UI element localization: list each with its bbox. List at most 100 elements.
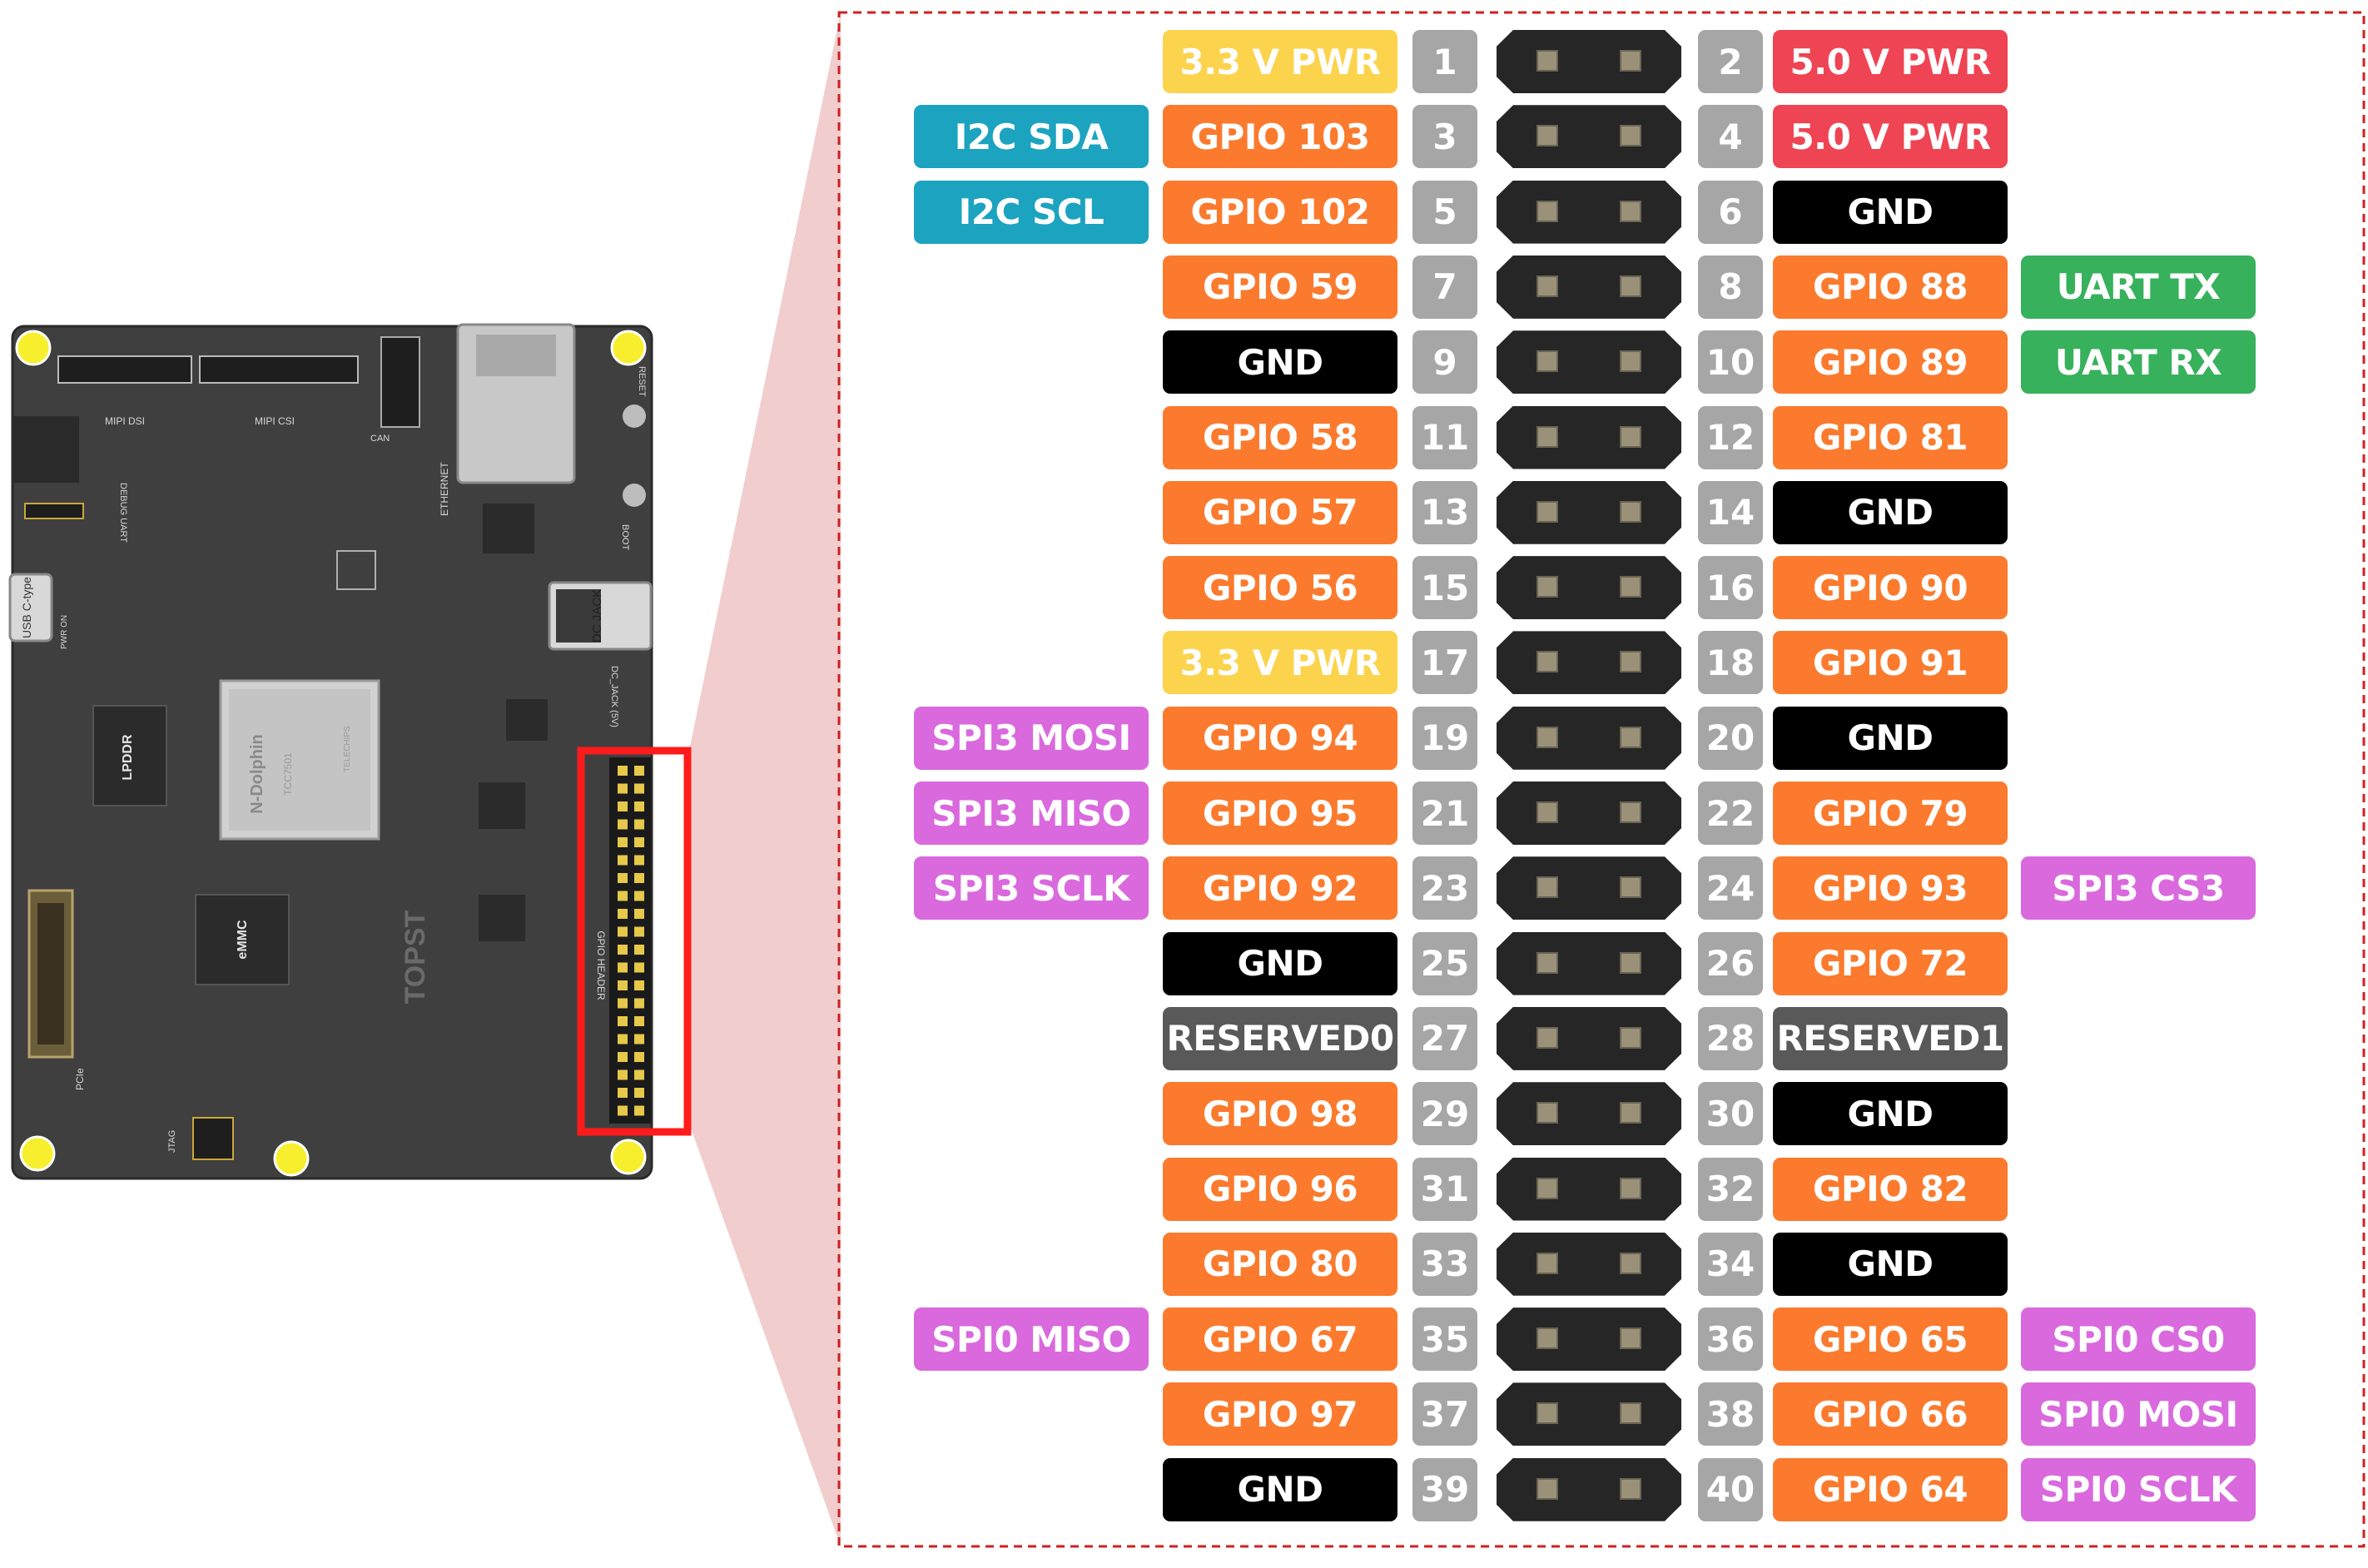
pin-label: GPIO 72 bbox=[1773, 931, 2008, 995]
mounting-hole bbox=[19, 1135, 56, 1172]
mounting-hole bbox=[15, 330, 52, 366]
pin-pad bbox=[1536, 801, 1558, 823]
pin-number: 14 bbox=[1698, 480, 1763, 544]
pin-alt-function: SPI3 SCLK bbox=[914, 856, 1149, 920]
pin-label: GPIO 67 bbox=[1163, 1307, 1397, 1372]
pcie-slot bbox=[37, 903, 64, 1045]
header-pin bbox=[634, 1105, 644, 1116]
pin-pad bbox=[1620, 876, 1641, 899]
header-pin bbox=[618, 837, 628, 847]
pin-number: 22 bbox=[1698, 782, 1763, 845]
pin-pad bbox=[1536, 1327, 1558, 1350]
pin-number: 21 bbox=[1412, 782, 1477, 845]
pin-pad bbox=[1620, 500, 1641, 523]
pin-pad bbox=[1620, 1252, 1641, 1274]
header-pin bbox=[618, 926, 628, 937]
header-slot bbox=[1497, 782, 1681, 845]
pin-number: 2 bbox=[1698, 30, 1763, 93]
header-pin bbox=[618, 962, 628, 973]
pin-number: 39 bbox=[1412, 1457, 1477, 1521]
header-slot bbox=[1497, 1006, 1681, 1070]
header-slot bbox=[1497, 1307, 1681, 1372]
pin-pad bbox=[1536, 876, 1558, 899]
header-slot bbox=[1497, 1232, 1681, 1296]
emmc-label: eMMC bbox=[236, 920, 250, 960]
ic-chip bbox=[483, 504, 534, 553]
pin-label: GPIO 80 bbox=[1163, 1232, 1397, 1296]
pin-number: 6 bbox=[1698, 180, 1763, 244]
reset-label: RESET bbox=[637, 366, 647, 397]
pin-label: GND bbox=[1163, 330, 1397, 394]
pin-pad bbox=[1536, 425, 1558, 448]
pin-pad bbox=[1536, 1477, 1558, 1500]
gpio-header-highlight bbox=[577, 747, 692, 1136]
pin-alt-function: I2C SCL bbox=[914, 180, 1149, 244]
pin-pad bbox=[1620, 801, 1641, 823]
header-slot bbox=[1497, 1457, 1681, 1521]
pin-number: 5 bbox=[1412, 180, 1477, 244]
header-slot bbox=[1497, 330, 1681, 394]
pin-pad bbox=[1536, 1402, 1558, 1425]
ic-chip bbox=[479, 782, 525, 829]
zoom-wedge bbox=[689, 12, 841, 1546]
header-pin bbox=[618, 909, 628, 919]
pin-number: 28 bbox=[1698, 1006, 1763, 1070]
pin-label: GPIO 66 bbox=[1773, 1382, 2008, 1446]
pin-label: RESERVED0 bbox=[1163, 1006, 1397, 1070]
pin-label: GPIO 91 bbox=[1773, 631, 2008, 695]
pin-pad bbox=[1620, 1177, 1641, 1199]
pin-pad bbox=[1620, 350, 1641, 373]
pin-number: 29 bbox=[1412, 1082, 1477, 1146]
header-pin bbox=[634, 855, 644, 866]
mipi-csi-connector bbox=[199, 355, 359, 384]
pin-pad bbox=[1536, 200, 1558, 222]
pin-label: 3.3 V PWR bbox=[1163, 30, 1397, 93]
header-pin bbox=[634, 1069, 644, 1080]
header-pin bbox=[634, 980, 644, 990]
connector-block bbox=[12, 416, 79, 483]
pin-alt-function: SPI0 MISO bbox=[914, 1307, 1149, 1372]
pin-label: GPIO 89 bbox=[1773, 330, 2008, 394]
pin-label: GPIO 94 bbox=[1163, 706, 1397, 770]
pin-pad bbox=[1536, 1252, 1558, 1274]
pin-label: GND bbox=[1163, 931, 1397, 995]
pin-pad bbox=[1620, 425, 1641, 448]
header-slot bbox=[1497, 30, 1681, 93]
header-pin bbox=[618, 1105, 628, 1116]
pin-number: 25 bbox=[1412, 931, 1477, 995]
mounting-hole bbox=[610, 1139, 647, 1175]
pin-number: 4 bbox=[1698, 105, 1763, 169]
pin-pad bbox=[1620, 1477, 1641, 1500]
pin-alt-function: UART TX bbox=[2021, 255, 2256, 319]
pin-label: GND bbox=[1773, 706, 2008, 770]
pin-label: GPIO 79 bbox=[1773, 782, 2008, 845]
jtag-header bbox=[192, 1117, 234, 1160]
header-pin bbox=[634, 891, 644, 901]
header-pin bbox=[634, 998, 644, 1009]
ic-chip bbox=[506, 699, 548, 741]
pin-pad bbox=[1620, 200, 1641, 222]
header-slot bbox=[1497, 1382, 1681, 1446]
header-pin bbox=[634, 909, 644, 919]
pin-pad bbox=[1620, 1026, 1641, 1049]
pin-number: 8 bbox=[1698, 255, 1763, 319]
pin-number: 37 bbox=[1412, 1382, 1477, 1446]
pin-pad bbox=[1536, 275, 1558, 297]
can-header bbox=[380, 336, 420, 428]
pin-pad bbox=[1536, 500, 1558, 523]
pin-pad bbox=[1620, 275, 1641, 297]
pin-number: 36 bbox=[1698, 1307, 1763, 1372]
pin-label: GPIO 81 bbox=[1773, 405, 2008, 469]
header-slot bbox=[1497, 856, 1681, 920]
pin-number: 30 bbox=[1698, 1082, 1763, 1146]
pin-label: GPIO 103 bbox=[1163, 105, 1397, 169]
header-pin bbox=[634, 801, 644, 811]
soc-model-label: TCC7501 bbox=[282, 752, 294, 796]
pin-number: 17 bbox=[1412, 631, 1477, 695]
header-slot bbox=[1497, 480, 1681, 544]
pin-number: 13 bbox=[1412, 480, 1477, 544]
pin-alt-function: UART RX bbox=[2021, 330, 2256, 394]
header-pin bbox=[618, 980, 628, 990]
pin-label: GPIO 88 bbox=[1773, 255, 2008, 319]
